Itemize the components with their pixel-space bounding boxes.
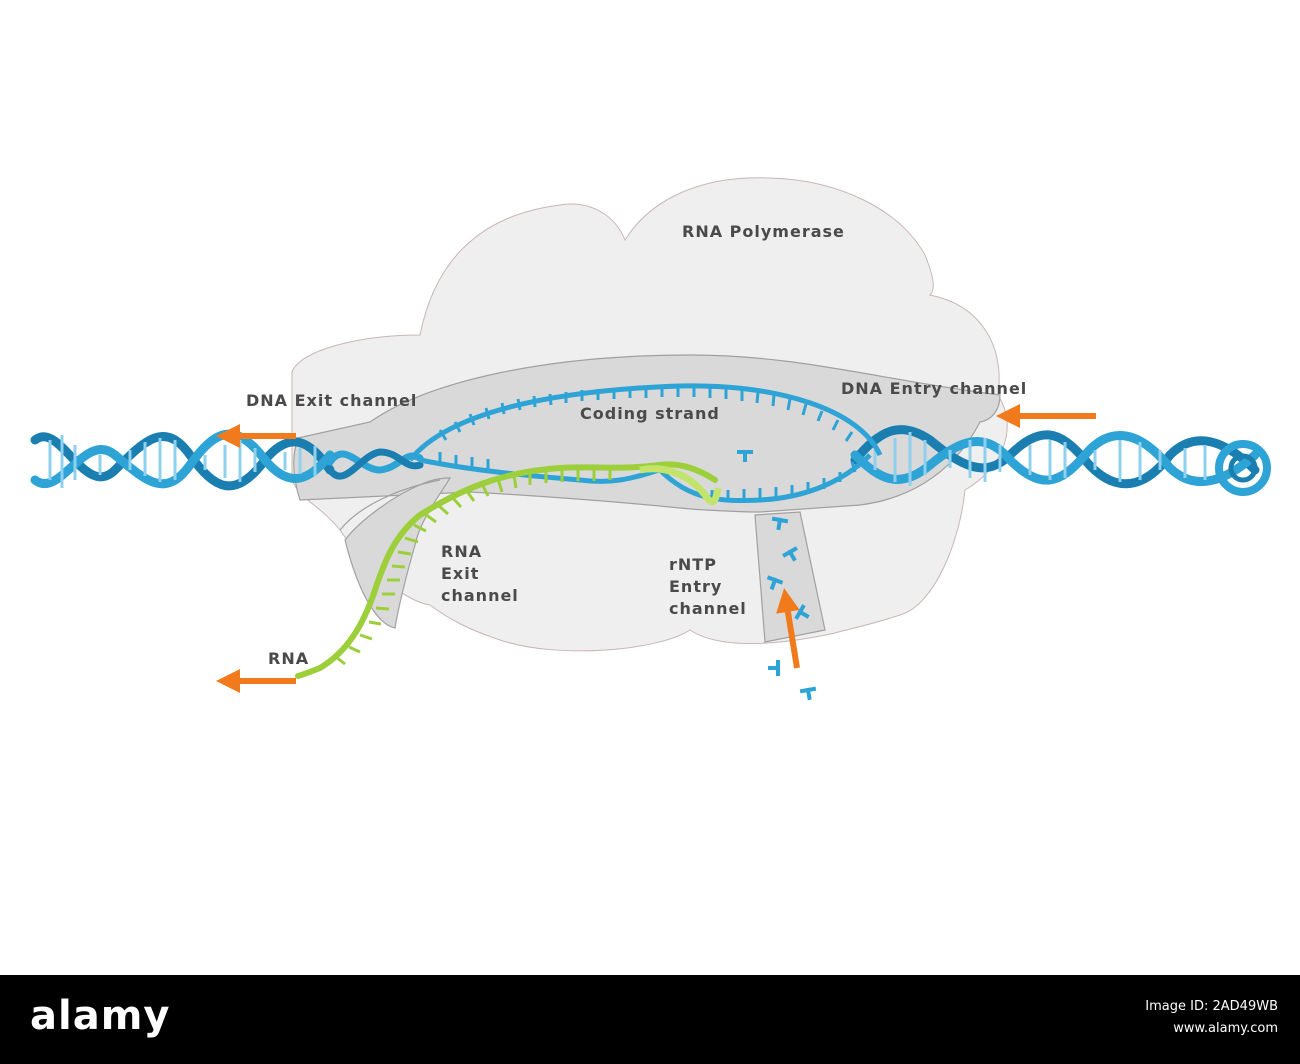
label-coding-strand: Coding strand	[580, 404, 720, 423]
dna-helix-right	[850, 425, 1271, 496]
label-rna: RNA	[268, 649, 310, 668]
dna-helix-left	[30, 429, 424, 491]
rna-strand	[295, 461, 722, 679]
rntp-nucleotides	[737, 450, 817, 701]
label-dna-exit-channel: DNA Exit channel	[246, 391, 418, 410]
rntp-entry-channel	[754, 511, 826, 643]
rna-exit-channel-lip	[339, 479, 441, 531]
dna-cavity	[293, 354, 1001, 513]
diagram-canvas	[30, 177, 1271, 701]
coding-strand	[408, 383, 883, 462]
label-rntp-line2: Entry	[669, 577, 723, 596]
image-id: Image ID: 2AD49WB	[1145, 999, 1278, 1014]
label-rna-exit-line3: channel	[441, 586, 519, 605]
stock-footer: alamy Image ID: 2AD49WB www.alamy.com	[0, 975, 1300, 1064]
label-rna-exit-channel: RNA Exit channel	[441, 541, 519, 607]
rntp-arrow	[776, 588, 800, 669]
label-rna-polymerase: RNA Polymerase	[682, 222, 845, 241]
label-rntp-line3: channel	[669, 599, 747, 618]
label-rna-exit-line2: Exit	[441, 564, 480, 583]
site-url: www.alamy.com	[1173, 1021, 1278, 1036]
label-dna-entry-channel: DNA Entry channel	[841, 379, 1028, 398]
label-rntp-entry-channel: rNTP Entry channel	[669, 554, 747, 620]
label-rna-exit-line1: RNA	[441, 542, 483, 561]
label-rntp-line1: rNTP	[669, 555, 717, 574]
alamy-logo: alamy	[30, 993, 171, 1039]
